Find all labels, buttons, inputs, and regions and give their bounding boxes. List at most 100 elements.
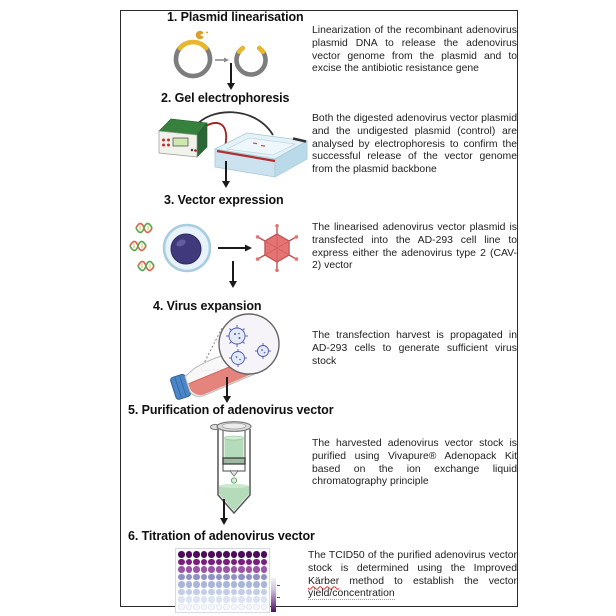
plate-well	[230, 566, 237, 573]
plate-well	[253, 596, 260, 603]
color-scale-bar	[271, 578, 280, 612]
plate-well	[260, 566, 267, 573]
plate-well	[200, 603, 207, 610]
step-3-title: 3. Vector expression	[164, 193, 284, 207]
plate-well	[185, 551, 192, 558]
plate-well	[238, 558, 245, 565]
underlined-word: yield/concentration	[308, 588, 395, 601]
plate-well	[178, 566, 185, 573]
plate-well	[178, 558, 185, 565]
column-sample	[224, 438, 244, 458]
cell-icon	[162, 223, 212, 273]
plate-well	[260, 558, 267, 565]
plate-well	[253, 588, 260, 595]
plate-well	[253, 566, 260, 573]
plate-well	[215, 566, 222, 573]
plate-well	[260, 573, 267, 580]
column-eluate	[219, 486, 249, 511]
plate-well	[223, 573, 230, 580]
plate-well	[260, 581, 267, 588]
titration-plate	[176, 549, 269, 612]
down-arrow-icon	[221, 161, 231, 188]
gel-tank-icon	[213, 132, 309, 178]
plate-well	[230, 558, 237, 565]
plate-well	[185, 588, 192, 595]
power-supply-icon	[158, 118, 208, 158]
plate-well	[208, 558, 215, 565]
gel-electrophoresis-illustration	[158, 111, 309, 178]
plate-well	[178, 551, 185, 558]
plate-well	[260, 551, 267, 558]
plate-well	[185, 573, 192, 580]
plate-well	[238, 603, 245, 610]
plate-well	[230, 551, 237, 558]
dna-icon	[137, 260, 155, 272]
plate-well	[178, 596, 185, 603]
plate-well	[245, 596, 252, 603]
step-6-text: method to establish the vector	[339, 575, 517, 587]
plate-well	[245, 573, 252, 580]
plate-well	[223, 566, 230, 573]
step-1-description: Linearization of the recombinant adenovi…	[312, 25, 517, 75]
plate-well	[200, 588, 207, 595]
purification-column-icon	[210, 421, 252, 515]
plate-well	[215, 558, 222, 565]
step-4-title: 4. Virus expansion	[153, 299, 262, 313]
figure-frame: 1. Plasmid linearisation Linearization o…	[120, 10, 518, 612]
plate-well	[238, 581, 245, 588]
plate-well	[208, 603, 215, 610]
plate-well	[193, 566, 200, 573]
adenovirus-icon	[255, 224, 299, 272]
plate-well	[178, 573, 185, 580]
plate-well	[185, 558, 192, 565]
step-4-description: The transfection harvest is propagated i…	[312, 330, 517, 367]
plate-well	[223, 558, 230, 565]
step-2-description: Both the digested adenovirus vector plas…	[312, 113, 517, 176]
plate-well	[185, 603, 192, 610]
plate-well	[238, 596, 245, 603]
plate-well	[178, 581, 185, 588]
plate-well	[208, 566, 215, 573]
plate-well	[193, 596, 200, 603]
plate-well	[238, 551, 245, 558]
plate-well	[208, 551, 215, 558]
plate-well	[185, 581, 192, 588]
down-arrow-icon	[219, 499, 229, 525]
plate-well	[178, 588, 185, 595]
plate-well	[193, 588, 200, 595]
cut-plasmid-icon	[234, 45, 268, 77]
plate-well	[260, 603, 267, 610]
right-arrow-icon	[218, 244, 252, 252]
plate-well	[253, 573, 260, 580]
plate-well	[200, 573, 207, 580]
plate-well	[215, 603, 222, 610]
plate-well	[185, 596, 192, 603]
plate-well	[245, 566, 252, 573]
virus-magnified-icon	[218, 313, 280, 375]
plate-well	[200, 596, 207, 603]
column-membrane	[222, 457, 246, 465]
step-5-description: The harvested adenovirus vector stock is…	[312, 438, 517, 488]
plate-well	[238, 566, 245, 573]
step-6-text: The TCID50 of the purified adenovirus ve…	[308, 550, 517, 574]
plate-well	[223, 588, 230, 595]
plate-well	[215, 581, 222, 588]
plate-well	[260, 596, 267, 603]
plate-well	[193, 603, 200, 610]
misspelled-word: Kärber	[308, 575, 340, 587]
plate-well	[238, 573, 245, 580]
small-right-arrow-icon	[215, 57, 229, 63]
plate-well	[260, 588, 267, 595]
plate-well	[200, 551, 207, 558]
plate-well	[238, 588, 245, 595]
step-2-title: 2. Gel electrophoresis	[161, 91, 290, 105]
vector-expression-illustration	[129, 222, 299, 273]
plate-well	[223, 581, 230, 588]
plate-well	[245, 581, 252, 588]
step-3-description: The linearised adenovirus vector plasmid…	[312, 222, 517, 272]
plate-well	[200, 581, 207, 588]
plate-well	[230, 588, 237, 595]
plate-well	[208, 573, 215, 580]
plate-well	[245, 551, 252, 558]
plate-well	[230, 573, 237, 580]
